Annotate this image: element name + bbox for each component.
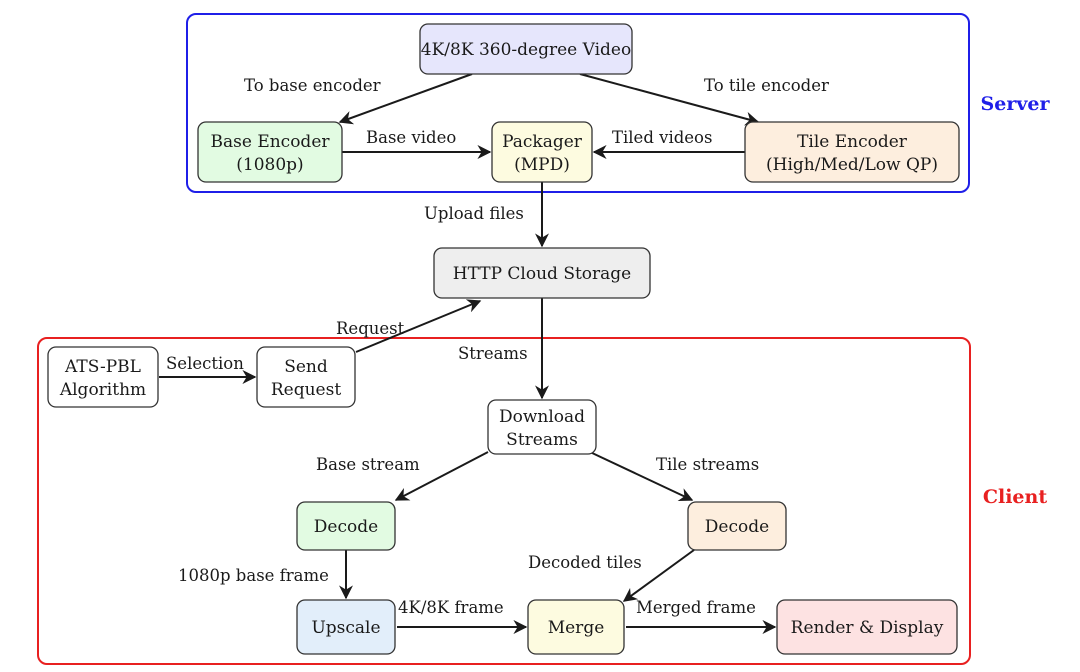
edge-send-to-storage bbox=[355, 299, 482, 353]
node-cloud-storage: HTTP Cloud Storage bbox=[433, 247, 651, 299]
edge-label-selection: Selection bbox=[166, 354, 244, 373]
edge-label-base-frame: 1080p base frame bbox=[178, 566, 329, 585]
node-ats-pbl-label-2: Algorithm bbox=[59, 380, 146, 400]
edge-label-streams: Streams bbox=[458, 344, 528, 363]
node-base-encoder-label-2: (1080p) bbox=[236, 155, 303, 175]
edges bbox=[159, 73, 777, 634]
node-base-encoder-label-1: Base Encoder bbox=[211, 132, 331, 152]
edge-label-merged-frame: Merged frame bbox=[636, 598, 756, 617]
edge-download-to-decode-base bbox=[394, 451, 489, 501]
edge-label-decoded-tiles: Decoded tiles bbox=[528, 553, 642, 572]
node-decode-base: Decode bbox=[296, 501, 396, 551]
edge-label-tiled-videos: Tiled videos bbox=[612, 128, 712, 147]
node-upscale-label: Upscale bbox=[311, 618, 380, 638]
node-send-request: Send Request bbox=[256, 346, 356, 408]
node-decode-base-label: Decode bbox=[314, 517, 378, 537]
node-download-streams: Download Streams bbox=[487, 399, 597, 455]
node-upscale: Upscale bbox=[296, 599, 396, 655]
node-tile-encoder-label-1: Tile Encoder bbox=[797, 132, 908, 152]
server-group-box bbox=[186, 13, 970, 193]
node-source-video-label: 4K/8K 360-degree Video bbox=[421, 40, 631, 60]
client-group-label: Client bbox=[983, 486, 1047, 508]
node-ats-pbl-label-1: ATS-PBL bbox=[64, 357, 141, 377]
node-decode-tile-label: Decode bbox=[705, 517, 769, 537]
edge-label-tile-streams: Tile streams bbox=[656, 455, 759, 474]
edge-labels: To base encoder To tile encoder Base vid… bbox=[166, 76, 829, 617]
edge-label-to-base: To base encoder bbox=[244, 76, 381, 95]
edge-label-upload: Upload files bbox=[424, 204, 524, 223]
node-tile-encoder-label-2: (High/Med/Low QP) bbox=[766, 155, 938, 175]
node-packager-label-1: Packager bbox=[502, 132, 583, 152]
node-send-request-label-1: Send bbox=[284, 357, 328, 377]
edge-label-base-stream: Base stream bbox=[316, 455, 420, 474]
node-packager: Packager (MPD) bbox=[491, 121, 593, 183]
edge-label-base-video: Base video bbox=[366, 128, 456, 147]
server-group-label: Server bbox=[981, 93, 1051, 115]
edge-source-to-base-encoder bbox=[338, 73, 473, 125]
node-packager-label-2: (MPD) bbox=[514, 155, 570, 175]
node-merge-label: Merge bbox=[548, 618, 605, 638]
edge-decode-tile-to-merge bbox=[622, 549, 695, 602]
node-decode-tile: Decode bbox=[687, 501, 787, 551]
node-render-display-label: Render & Display bbox=[791, 618, 944, 638]
node-merge: Merge bbox=[527, 599, 625, 655]
node-base-encoder: Base Encoder (1080p) bbox=[197, 121, 343, 183]
node-ats-pbl: ATS-PBL Algorithm bbox=[47, 346, 159, 408]
node-download-streams-label-2: Streams bbox=[506, 430, 578, 450]
node-send-request-label-2: Request bbox=[271, 380, 341, 400]
edge-download-to-decode-tile bbox=[589, 451, 694, 501]
node-tile-encoder: Tile Encoder (High/Med/Low QP) bbox=[744, 121, 960, 183]
node-source-video: 4K/8K 360-degree Video bbox=[419, 23, 633, 75]
client-group-box bbox=[37, 337, 971, 665]
edge-label-request: Request bbox=[336, 319, 405, 338]
node-render-display: Render & Display bbox=[776, 599, 958, 655]
edge-source-to-tile-encoder bbox=[579, 73, 760, 126]
node-cloud-storage-label: HTTP Cloud Storage bbox=[453, 264, 632, 284]
edge-label-k-frame: 4K/8K frame bbox=[398, 598, 504, 617]
node-download-streams-label-1: Download bbox=[499, 407, 585, 427]
edge-label-to-tile: To tile encoder bbox=[704, 76, 829, 95]
